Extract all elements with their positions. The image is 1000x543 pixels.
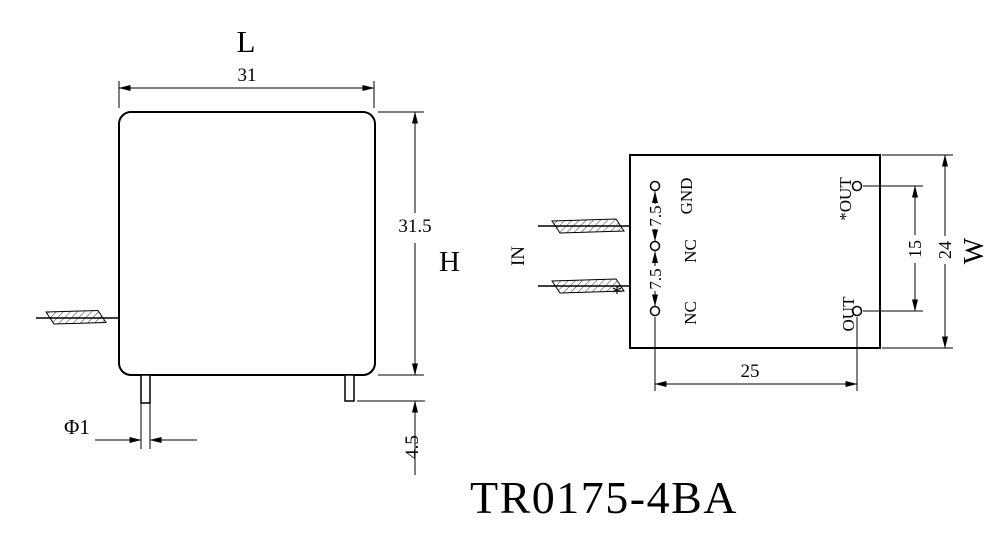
input-sleeve-2 (551, 278, 625, 294)
pin-row-dim (654, 317, 858, 391)
side-lead-sleeve (45, 309, 107, 325)
pin-length-dim (357, 400, 425, 475)
out-span-dim (863, 185, 923, 312)
pin-view-outline (629, 154, 881, 349)
pin-label-gnd: GND (677, 178, 696, 215)
pin-length-value: 4.5 (402, 435, 423, 459)
drawing-title: TR0175-4BA (470, 472, 738, 523)
pin-label-out: OUT (839, 296, 858, 332)
width-dim (882, 154, 953, 349)
pin-out (851, 305, 863, 317)
right-pin (344, 374, 355, 402)
pin-label-nc-bottom: NC (681, 301, 700, 325)
pitch-dim-2-value: 7.5 (646, 268, 665, 289)
input-sleeve-1 (551, 218, 625, 234)
length-dim (118, 81, 375, 108)
height-label: H (439, 246, 460, 278)
out-span-value: 15 (905, 240, 925, 258)
side-view: 31 L 31.5 H Φ1 4.5 (36, 24, 460, 475)
length-label: L (237, 24, 256, 59)
height-dim (378, 111, 424, 376)
pin-label-out-star: *OUT (836, 177, 855, 221)
pin-nc-mid (649, 240, 661, 252)
pin-gnd (649, 180, 661, 192)
pin-diameter-value: Φ1 (64, 415, 90, 439)
pin-label-nc-mid: NC (681, 239, 700, 263)
input-label: IN (508, 246, 529, 266)
width-dim-value: 24 (935, 241, 955, 259)
polarity-marker: * (612, 281, 623, 305)
left-pin (140, 374, 151, 404)
pin-out-star (851, 180, 863, 192)
bottom-view: GND NC NC *OUT OUT 7.5 7.5 IN * 15 (508, 154, 990, 391)
component-body-outline (118, 111, 376, 376)
pin-diameter-dim (95, 403, 197, 449)
pin-row-value: 25 (741, 361, 760, 382)
pin-nc-bottom (649, 305, 661, 317)
pitch-dim-1-value: 7.5 (646, 205, 665, 226)
height-dim-value: 31.5 (398, 216, 431, 237)
length-dim-value: 31 (238, 65, 257, 86)
width-label: W (959, 237, 990, 264)
